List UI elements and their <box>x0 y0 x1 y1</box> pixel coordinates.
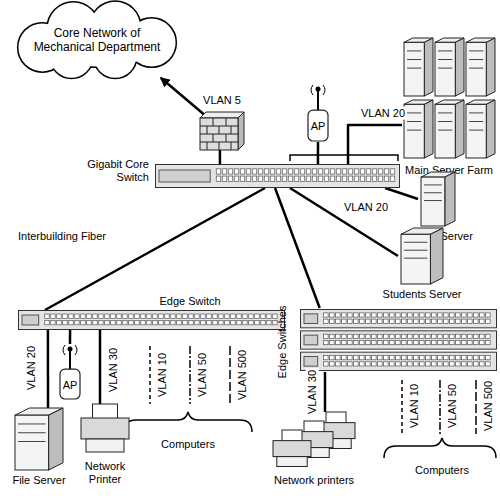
node-label: Core Network of Mechanical Department <box>31 27 163 55</box>
switch-shape <box>301 352 497 370</box>
edge-label: VLAN 20 <box>359 107 407 120</box>
antenna-shape <box>308 85 328 141</box>
computer-brace <box>124 412 496 458</box>
network-link <box>317 142 320 164</box>
server-icon <box>398 228 446 284</box>
network-link <box>45 188 265 310</box>
vlan-lines <box>150 346 476 434</box>
edge-label: Interbuilding Fiber <box>16 230 108 243</box>
server-tower <box>466 100 495 158</box>
node-label: Edge Switches <box>276 306 289 379</box>
firewall-icon <box>200 112 244 150</box>
vlan-label: VLAN 50 <box>446 384 459 428</box>
server-tower <box>466 38 495 96</box>
node-label: Gigabit Core Switch <box>75 158 149 183</box>
vlan-label: VLAN 500 <box>482 381 495 431</box>
server-tower <box>404 100 433 158</box>
server-tower <box>435 100 464 158</box>
file-server: File Server <box>12 408 66 470</box>
edge-switch-stack: Edge Switches <box>300 308 497 372</box>
access-point: AP <box>59 344 81 400</box>
server-tower <box>404 38 433 96</box>
switch-shape <box>301 331 497 349</box>
network-link <box>348 125 402 164</box>
server-icon <box>12 408 66 470</box>
port-bracket <box>290 155 398 161</box>
edge-label: VLAN 30 <box>107 346 120 394</box>
network-link <box>385 188 418 199</box>
edge-label: VLAN 20 <box>342 201 390 214</box>
cloud-outline <box>18 2 175 78</box>
server-tower <box>421 172 455 226</box>
network-link <box>47 330 50 408</box>
vlan-label: VLAN 10 <box>156 353 169 397</box>
switch-shape <box>19 311 285 330</box>
ap-icon <box>59 344 81 400</box>
network-printer: Network Printer <box>80 404 130 454</box>
server-icon <box>418 172 458 226</box>
server-farm: Main Server Farm <box>402 38 496 160</box>
network-cloud: Core Network of Mechanical Department <box>6 1 188 81</box>
ap-icon <box>307 84 329 142</box>
antenna-shape <box>60 345 80 399</box>
group-label: Computers <box>415 464 469 477</box>
server-tower <box>401 228 443 284</box>
printer-shape <box>273 430 311 466</box>
printer-icon <box>80 404 130 454</box>
group-label: Computers <box>161 438 215 451</box>
server-tower <box>15 408 63 470</box>
printer-shape <box>81 404 129 452</box>
network-printers: Network printers <box>272 412 356 468</box>
network-link <box>324 372 327 412</box>
edge-label: VLAN 20 <box>25 344 38 392</box>
network-link <box>275 188 320 308</box>
vlan-label: VLAN 500 <box>236 350 249 400</box>
access-point: AP <box>307 84 329 142</box>
switch-icon <box>18 310 285 330</box>
vlan-label: VLAN 10 <box>408 384 421 428</box>
switch-shape <box>301 310 497 328</box>
server-tower <box>435 38 464 96</box>
network-link <box>69 330 72 344</box>
printers-icon <box>272 412 356 468</box>
node-label: AP <box>311 120 326 133</box>
network-link <box>99 330 102 404</box>
switch-shape <box>156 165 400 188</box>
farm-icon <box>402 38 496 160</box>
node-label: Network printers <box>274 474 354 487</box>
students-server: Students Server <box>398 228 446 284</box>
vlan-label: VLAN 50 <box>196 353 209 397</box>
edge-switch: Edge Switch <box>18 310 285 330</box>
network-link <box>290 188 398 256</box>
core-switch: Gigabit Core Switch <box>155 164 400 188</box>
edge-label: VLAN 30 <box>306 368 319 416</box>
radius-server: Radius Server <box>418 172 458 226</box>
switch-icon <box>155 164 400 188</box>
node-label: Network Printer <box>78 460 132 485</box>
stack-icon <box>300 308 497 372</box>
node-label: AP <box>63 379 78 392</box>
node-label: Students Server <box>383 288 462 301</box>
edge-label: VLAN 5 <box>201 94 243 107</box>
node-label: Edge Switch <box>159 295 220 308</box>
node-label: File Server <box>12 474 65 487</box>
